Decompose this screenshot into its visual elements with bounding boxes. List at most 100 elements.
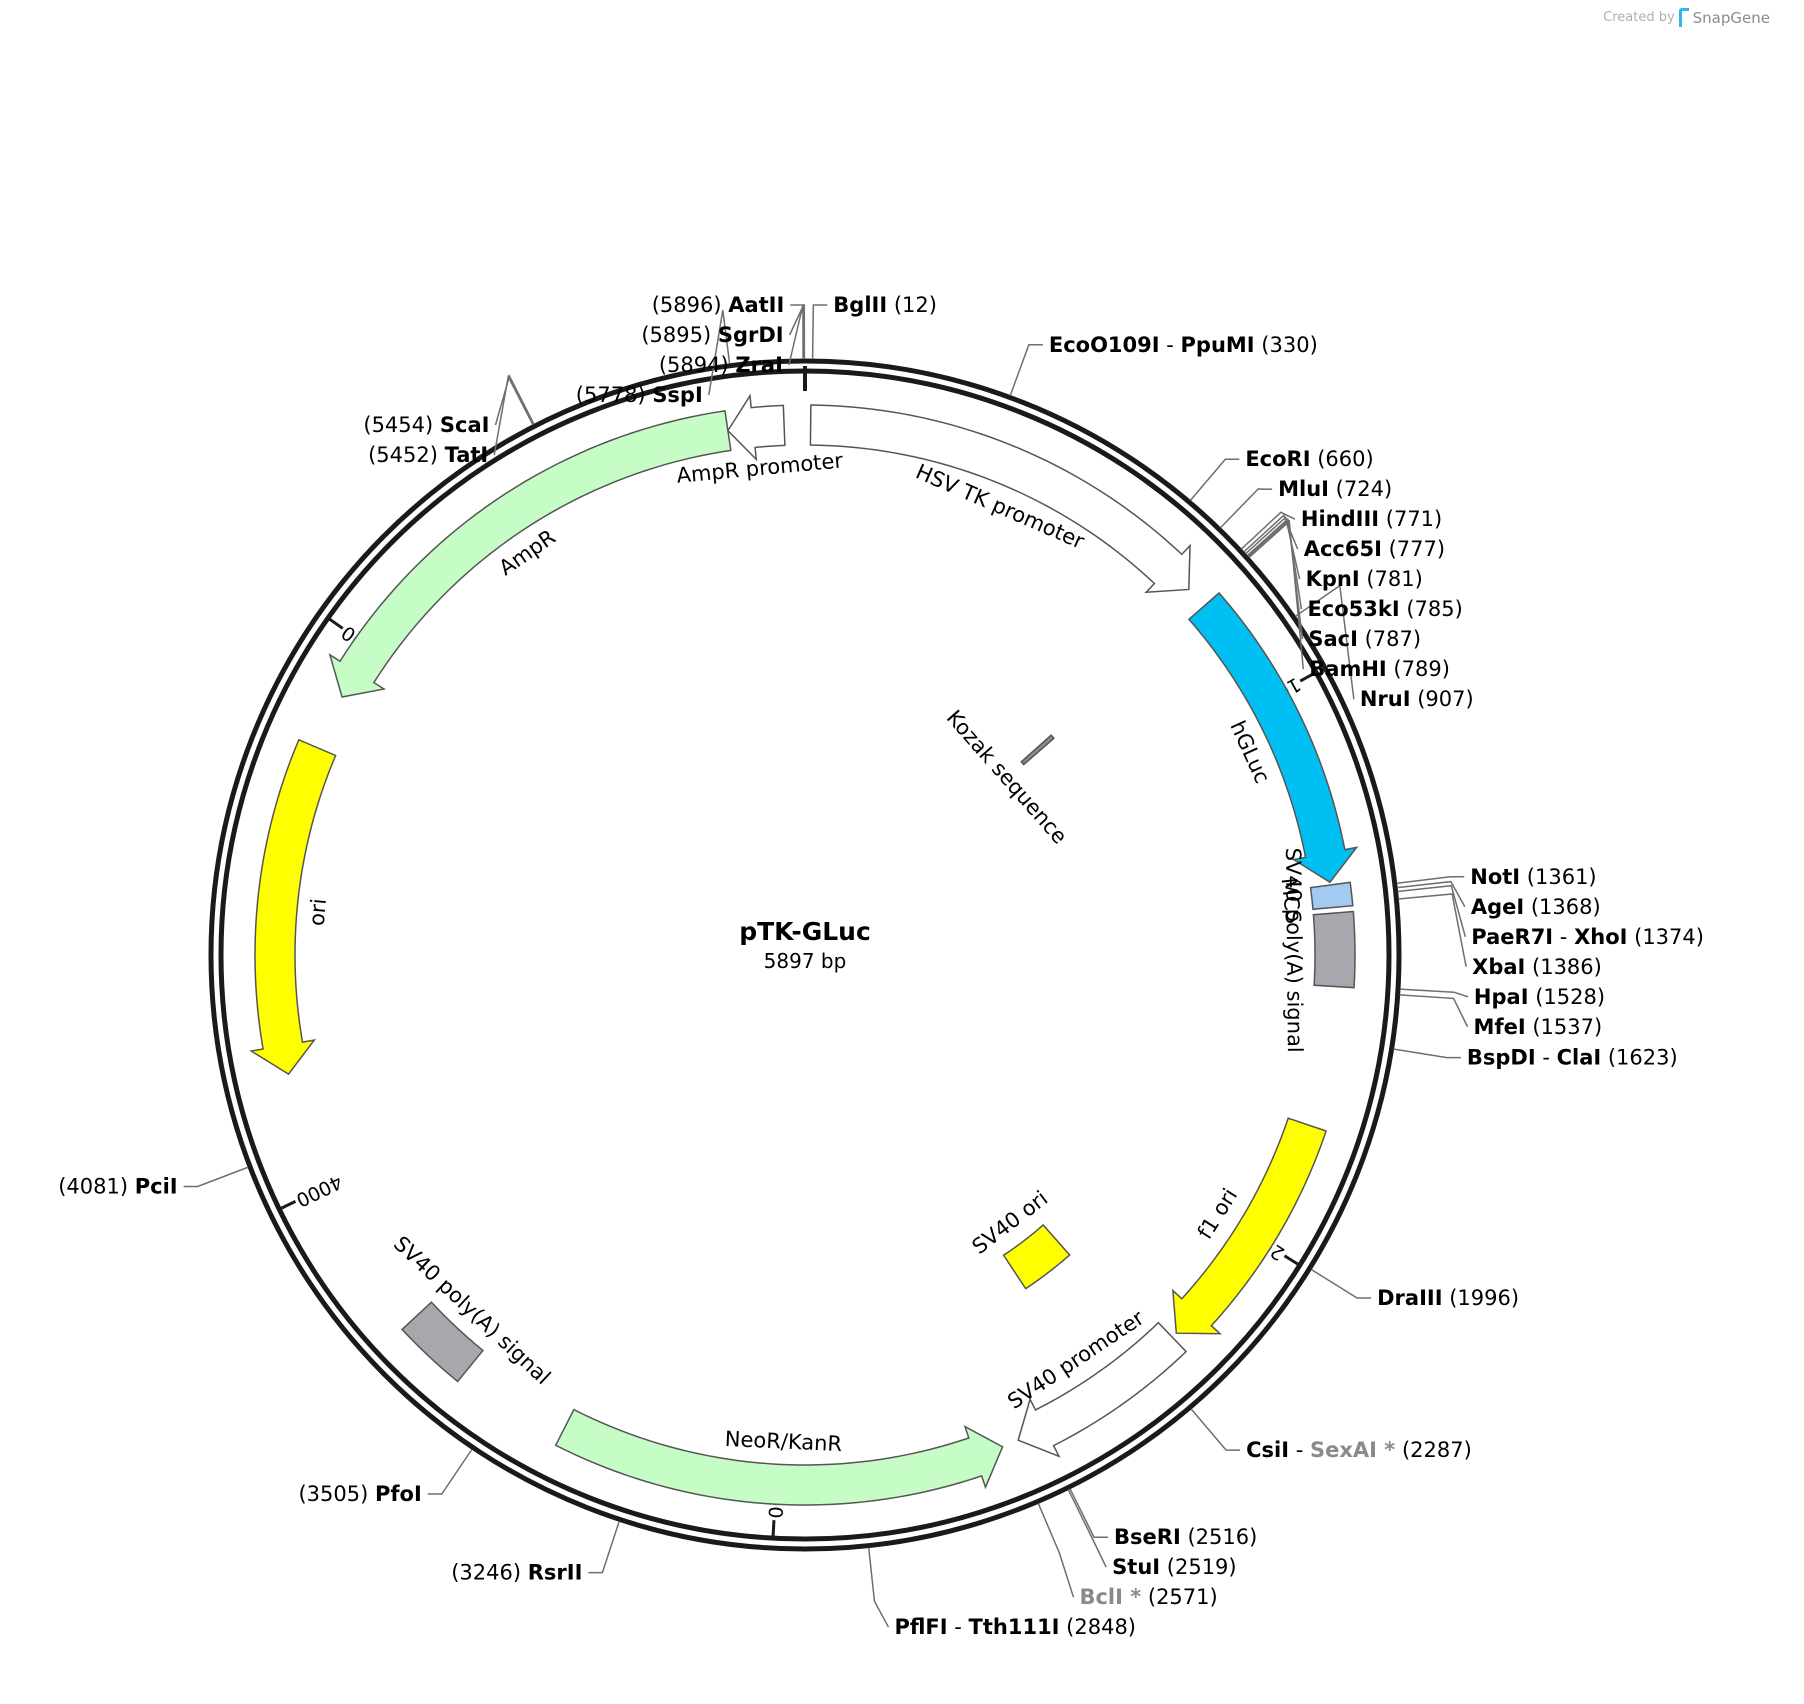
- site-label[interactable]: PflFI - Tth111I (2848): [894, 1615, 1136, 1639]
- site-enzyme-name: ZraI: [735, 353, 783, 377]
- feature-neor-kanr[interactable]: NeoR/KanR: [554, 1408, 1004, 1506]
- site-enzyme-name: XhoI: [1574, 925, 1627, 949]
- site-label[interactable]: (5778) SspI: [576, 383, 703, 407]
- site-enzyme-name: BamHI: [1309, 657, 1386, 681]
- site-position: (1368): [1524, 895, 1601, 919]
- site-leader: [811, 304, 828, 360]
- site-position: (1374): [1627, 925, 1704, 949]
- site-position: (907): [1411, 687, 1474, 711]
- site-enzyme-name: NruI: [1360, 687, 1411, 711]
- site-label[interactable]: AgeI (1368): [1471, 895, 1601, 919]
- site-enzyme-name: CsiI: [1246, 1438, 1289, 1462]
- site-separator: -: [1536, 1046, 1557, 1070]
- feature-f1-ori[interactable]: f1 ori: [1171, 1117, 1328, 1335]
- tick-mark: [280, 1200, 297, 1210]
- plasmid-length: 5897 bp: [764, 949, 847, 973]
- site-enzyme-name: KpnI: [1306, 567, 1360, 591]
- site-label[interactable]: NotI (1361): [1470, 865, 1596, 889]
- site-leader: [708, 310, 731, 396]
- site-leader: [588, 1521, 620, 1574]
- site-enzyme-name: SexAI *: [1310, 1438, 1395, 1462]
- site-leader: [494, 374, 535, 426]
- site-leader: [1399, 994, 1469, 1028]
- feature-mcs[interactable]: MCS: [1277, 877, 1354, 926]
- site-enzyme-name: NotI: [1470, 865, 1520, 889]
- feature-shape: [401, 1301, 484, 1383]
- site-label[interactable]: (5895) SgrDI: [641, 323, 783, 347]
- site-position: (5894): [659, 353, 736, 377]
- feature-label: SV40 poly(A) signal: [1281, 848, 1307, 1053]
- site-leader: [1294, 584, 1355, 700]
- site-leader: [183, 1166, 249, 1188]
- site-enzyme-name: EcoO109I: [1049, 333, 1160, 357]
- site-label[interactable]: NruI (907): [1360, 687, 1474, 711]
- site-label[interactable]: (5894) ZraI: [659, 353, 783, 377]
- site-enzyme-name: MfeI: [1474, 1015, 1526, 1039]
- feature-label: MCS: [1277, 877, 1306, 926]
- site-label[interactable]: SacI (787): [1308, 627, 1421, 651]
- feature-kozak-sequence[interactable]: Kozak sequence: [942, 706, 1072, 849]
- site-position: (1361): [1520, 865, 1597, 889]
- site-enzyme-name: PfoI: [375, 1482, 422, 1506]
- site-leader-lines: [183, 304, 1469, 1628]
- site-position: (771): [1379, 507, 1442, 531]
- site-separator: -: [1289, 1438, 1310, 1462]
- site-label[interactable]: StuI (2519): [1112, 1555, 1236, 1579]
- site-label[interactable]: (3505) PfoI: [298, 1482, 421, 1506]
- tick-mark: [1299, 671, 1315, 683]
- site-label[interactable]: (5896) AatII: [652, 293, 785, 317]
- site-label[interactable]: MluI (724): [1278, 477, 1392, 501]
- feature-label: ori: [305, 898, 331, 927]
- plasmid-center-label: pTK-GLuc 5897 bp: [739, 917, 871, 973]
- feature-sv40-ori[interactable]: SV40 ori: [968, 1186, 1071, 1290]
- site-label[interactable]: Acc65I (777): [1304, 537, 1445, 561]
- site-label[interactable]: BclI * (2571): [1079, 1585, 1217, 1609]
- feature-ori[interactable]: ori: [249, 738, 337, 1076]
- site-label[interactable]: (3246) RsrII: [451, 1561, 582, 1585]
- site-enzyme-name: AatII: [728, 293, 784, 317]
- site-enzyme-name: HindIII: [1301, 507, 1379, 531]
- site-enzyme-name: ClaI: [1557, 1046, 1602, 1070]
- site-position: (2571): [1141, 1585, 1218, 1609]
- site-enzyme-name: HpaI: [1474, 985, 1529, 1009]
- site-enzyme-name: SspI: [652, 383, 702, 407]
- feature-sv40-poly-a-signal[interactable]: SV40 poly(A) signal: [389, 1232, 555, 1390]
- site-leader: [1240, 511, 1296, 550]
- site-label[interactable]: EcoO109I - PpuMI (330): [1049, 333, 1318, 357]
- site-position: (5452): [368, 443, 445, 467]
- feature-label: NeoR/KanR: [724, 1427, 842, 1456]
- site-enzyme-name: Eco53kI: [1307, 597, 1399, 621]
- tick-label: 4000: [293, 1170, 346, 1211]
- site-enzyme-name: SacI: [1308, 627, 1358, 651]
- site-label[interactable]: BglII (12): [833, 293, 937, 317]
- backbone-outer-strand: [208, 358, 1402, 1552]
- site-label[interactable]: MfeI (1537): [1474, 1015, 1603, 1039]
- site-label[interactable]: BamHI (789): [1309, 657, 1450, 681]
- site-label[interactable]: BseRI (2516): [1114, 1525, 1257, 1549]
- site-position: (1386): [1525, 955, 1602, 979]
- feature-hsv-tk-promoter[interactable]: HSV TK promoter: [809, 404, 1191, 594]
- site-label[interactable]: KpnI (781): [1306, 567, 1423, 591]
- site-enzyme-name: DraIII: [1377, 1286, 1442, 1310]
- plasmid-name: pTK-GLuc: [739, 917, 871, 946]
- site-separator: -: [1160, 333, 1181, 357]
- site-label[interactable]: Eco53kI (785): [1307, 597, 1462, 621]
- tick-mark: [328, 617, 344, 630]
- site-enzyme-name: PpuMI: [1181, 333, 1255, 357]
- site-label[interactable]: BspDI - ClaI (1623): [1467, 1046, 1678, 1070]
- site-label[interactable]: (4081) PciI: [58, 1174, 177, 1198]
- site-label[interactable]: DraIII (1996): [1377, 1286, 1519, 1310]
- site-position: (660): [1311, 447, 1374, 471]
- site-label[interactable]: (5452) TatI: [368, 443, 488, 467]
- site-label[interactable]: EcoRI (660): [1245, 447, 1373, 471]
- site-label[interactable]: PaeR7I - XhoI (1374): [1471, 925, 1704, 949]
- site-label[interactable]: HpaI (1528): [1474, 985, 1605, 1009]
- site-label[interactable]: CsiI - SexAI * (2287): [1246, 1438, 1472, 1462]
- site-enzyme-name: PciI: [135, 1174, 178, 1198]
- feature-shape: [1171, 1117, 1328, 1335]
- site-label[interactable]: HindIII (771): [1301, 507, 1442, 531]
- site-label[interactable]: XbaI (1386): [1472, 955, 1602, 979]
- feature-sv40-poly-a-signal[interactable]: SV40 poly(A) signal: [1281, 848, 1356, 1053]
- feature-shape: [726, 393, 786, 462]
- site-label[interactable]: (5454) ScaI: [363, 413, 489, 437]
